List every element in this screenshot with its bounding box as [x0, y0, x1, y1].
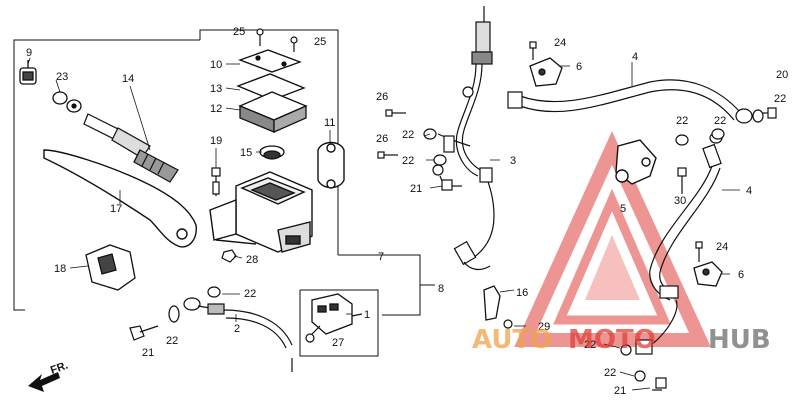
label-24b: 24 [716, 241, 728, 253]
part-12-diaphragm [238, 91, 308, 133]
part-1-switch [311, 293, 363, 335]
label-21c: 21 [614, 385, 626, 397]
part-26-bolts [377, 109, 406, 159]
part-11-clamp [317, 141, 345, 189]
label-10: 10 [210, 59, 222, 71]
label-22h: 22 [584, 339, 596, 351]
label-11: 11 [324, 117, 335, 129]
part-5-bracket [615, 139, 657, 185]
part-25-screws [256, 28, 298, 52]
label-2: 2 [234, 323, 240, 335]
part-28-nut [221, 249, 237, 263]
label-17: 17 [110, 203, 122, 215]
label-29: 29 [538, 321, 550, 333]
label-27: 27 [332, 337, 344, 349]
label-22e: 22 [774, 93, 786, 105]
part-16-link [483, 285, 501, 321]
part-10-cover [238, 49, 302, 73]
label-21b: 21 [410, 183, 422, 195]
part-23-washer [52, 91, 82, 113]
label-5: 5 [620, 203, 626, 215]
label-22c: 22 [402, 129, 414, 141]
label-12: 12 [210, 103, 222, 115]
group-brackets [13, 29, 435, 357]
label-22i: 22 [604, 367, 616, 379]
part-4-hose-lower [635, 132, 723, 355]
part-29-pin [503, 319, 513, 329]
part-27-screw [305, 325, 321, 343]
label-26b: 26 [376, 133, 388, 145]
watermark-moto: MOTO [568, 325, 656, 355]
label-4a: 4 [632, 51, 638, 63]
part-22-washers-c [620, 109, 764, 382]
watermark-hub: HUB [708, 325, 771, 355]
label-21a: 21 [142, 347, 154, 359]
label-24a: 24 [554, 37, 566, 49]
part-13-plate [236, 73, 306, 101]
label-6a: 6 [576, 61, 582, 73]
label-22d: 22 [402, 155, 414, 167]
label-6b: 6 [738, 269, 744, 281]
label-25b: 25 [314, 36, 326, 48]
front-arrow-label: FR. [49, 359, 70, 376]
label-22f: 22 [676, 115, 688, 127]
part-6-joint-b [693, 261, 723, 287]
label-22g: 22 [714, 115, 726, 127]
label-28: 28 [246, 254, 258, 266]
label-8: 8 [438, 283, 444, 295]
label-3: 3 [510, 155, 516, 167]
part-2-hose [183, 297, 293, 372]
part-9-cap [19, 60, 37, 85]
label-1: 1 [364, 309, 370, 321]
label-23: 23 [56, 71, 68, 83]
part-19-bolt [211, 167, 221, 196]
label-7: 7 [378, 251, 384, 263]
label-30: 30 [674, 195, 686, 207]
label-14: 14 [122, 73, 134, 85]
label-15: 15 [240, 147, 252, 159]
part-18-housing [85, 244, 136, 291]
label-16: 16 [516, 287, 528, 299]
part-4-hose-upper [507, 79, 753, 124]
part-6-joint-a [529, 57, 563, 87]
part-14-piston [83, 113, 179, 183]
master-cylinder-body [209, 171, 313, 253]
label-26a: 26 [376, 91, 388, 103]
label-9: 9 [26, 47, 32, 59]
watermark-text: AUTO MOTO HUB [472, 325, 771, 355]
leader-lines [27, 57, 740, 391]
label-4b: 4 [746, 185, 752, 197]
label-19: 19 [210, 135, 222, 147]
label-22a: 22 [244, 288, 256, 300]
part-24-bolts [529, 41, 703, 262]
label-18: 18 [54, 263, 66, 275]
front-arrow: FR. [28, 359, 70, 392]
part-22-washer-a [168, 286, 221, 323]
part-number-labels: 9 23 14 17 18 25 25 10 13 12 15 19 11 28… [26, 26, 788, 397]
part-30-bolt [677, 167, 687, 194]
label-20: 20 [776, 69, 788, 81]
label-13: 13 [210, 83, 222, 95]
part-3-hose [453, 6, 495, 271]
watermark-logo [514, 131, 711, 347]
watermark-auto: AUTO [472, 325, 552, 355]
part-21-bolts-b [441, 179, 667, 391]
brake-pipe-tee [432, 133, 471, 187]
label-22b: 22 [166, 335, 178, 347]
part-15-ring [259, 145, 285, 160]
label-25a: 25 [233, 26, 245, 38]
part-21-bolt-a [129, 325, 159, 341]
